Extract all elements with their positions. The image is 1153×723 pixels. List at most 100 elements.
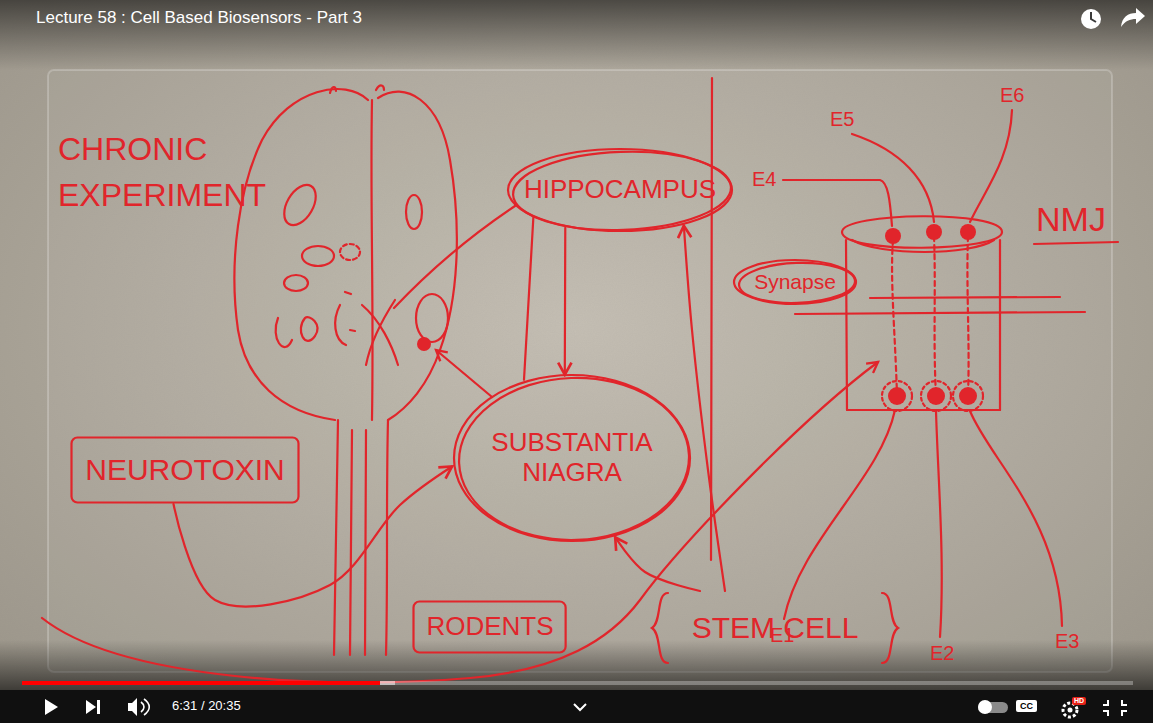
clock-hands [1091, 12, 1096, 22]
membrane-line [870, 297, 1060, 298]
fullscreen-icon [1103, 700, 1127, 716]
play-icon [45, 699, 58, 715]
electrode-ring [882, 381, 912, 411]
leader-line [852, 134, 934, 222]
toxin-box: NEUROTOXIN [70, 436, 300, 504]
share-icon [1121, 8, 1145, 27]
cc-icon: CC [1016, 700, 1037, 712]
volume-icon [141, 699, 149, 715]
brain-detail [330, 87, 336, 93]
settings-icon [1063, 703, 1077, 717]
electrode-dot [885, 228, 901, 244]
electrode-label: E2 [930, 642, 954, 665]
connector [684, 226, 725, 591]
brain-structure [416, 294, 448, 342]
note-text: CHRONIC EXPERIMENT [58, 126, 318, 219]
board-frame [48, 70, 1112, 672]
electrode-dot [960, 224, 976, 240]
brain-structure [301, 317, 318, 341]
membrane-line [795, 312, 1085, 314]
section-label: NMJ [1036, 200, 1106, 239]
box-outline [72, 438, 299, 503]
brain-structure [276, 318, 292, 347]
title-shade [0, 0, 1153, 70]
player-shade [0, 640, 1153, 690]
region-ellipse: HIPPOCAMPUS [506, 147, 734, 233]
chevron-icon [574, 704, 586, 710]
neurite [934, 236, 936, 395]
hd-badge: HD [1072, 697, 1086, 705]
box-outline [414, 602, 566, 653]
chip-top [852, 240, 994, 252]
electrode-dot [927, 387, 945, 405]
brain-structure [302, 246, 334, 266]
brain-detail [376, 85, 384, 90]
electrode-label: E1 [770, 624, 794, 647]
neurite [967, 236, 968, 395]
synapse-ellipse: Synapse [732, 258, 858, 306]
brain-structure [335, 305, 346, 345]
brain-detail [345, 292, 355, 331]
brain-structure [284, 275, 308, 291]
electrode-dot [888, 387, 906, 405]
connector [615, 537, 700, 591]
brace [652, 593, 668, 663]
neurite [892, 240, 897, 395]
brain-stem [350, 430, 352, 655]
clock-icon [1081, 9, 1101, 29]
progress-track [22, 681, 1133, 685]
electrode-ring [953, 381, 983, 411]
leader-line [784, 410, 895, 619]
autoplay-toggle [978, 700, 992, 714]
node-label: HIPPOCAMPUS [524, 175, 716, 205]
leader-line [970, 411, 1062, 626]
progress-played [22, 681, 380, 685]
pointer-arrow [42, 362, 878, 682]
node-label: SUBSTANTIA NIAGRA [477, 428, 667, 488]
chip-top [842, 216, 1002, 248]
target-dot [417, 337, 431, 351]
leader-line [936, 411, 942, 637]
electrode-dot [959, 387, 977, 405]
node-label: Synapse [754, 270, 836, 294]
brain-structure [340, 244, 360, 260]
electrode-label: E5 [830, 108, 854, 131]
brain-stem [365, 430, 366, 655]
connector [174, 467, 453, 607]
next-icon [86, 700, 96, 714]
pointer-line [394, 206, 515, 308]
chip-wall [846, 240, 847, 410]
brain-midline [371, 100, 372, 420]
volume-icon [128, 698, 137, 716]
electrode-label: E6 [1000, 84, 1024, 107]
electrode-ring [921, 381, 951, 411]
leader-line [783, 180, 892, 226]
model-box: RODENTS [412, 600, 567, 654]
progress-buffer [22, 681, 395, 685]
time-display: 6:31 / 20:35 [172, 699, 241, 714]
next-icon [97, 700, 100, 714]
underline [1034, 242, 1118, 244]
brain-stem [386, 420, 388, 655]
brain-hemisphere [378, 92, 457, 420]
electrode-dot [926, 224, 942, 240]
player-bar [0, 690, 1153, 723]
electrode-label: E3 [1055, 630, 1079, 653]
settings-icon [1068, 708, 1073, 713]
ellipse-outline [512, 148, 733, 234]
video-title: Lecture 58 : Cell Based Biosensors - Par… [36, 8, 362, 28]
brace [882, 593, 898, 663]
ellipse-outline [738, 261, 855, 305]
connector [524, 218, 533, 380]
brain-stem [334, 420, 338, 655]
electrode-label: E4 [752, 168, 776, 191]
node-label: NEUROTOXIN [85, 453, 284, 488]
ellipse-outline [456, 374, 692, 544]
leader-line [970, 110, 1012, 222]
chip-wall [999, 240, 1001, 410]
brain-structure [366, 300, 395, 365]
